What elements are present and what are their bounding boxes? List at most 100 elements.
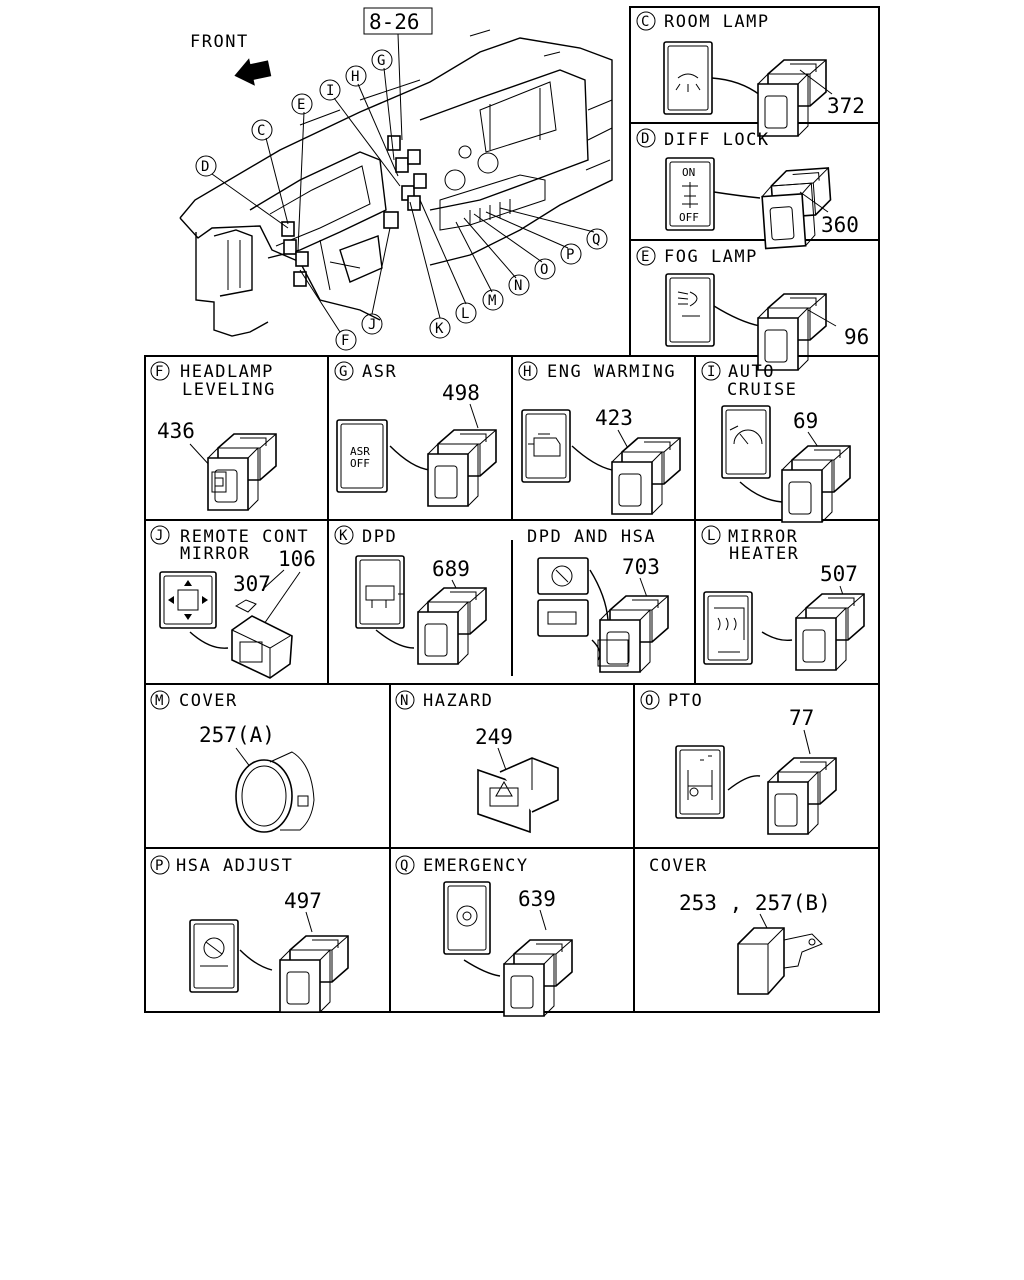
panel-cover-m: M COVER 257(A) [150,690,315,833]
svg-text:AUTO: AUTO [728,362,775,382]
svg-text:O: O [540,262,548,278]
mirror-adjust-icon [177,589,199,611]
callout-Q: Q [586,228,608,250]
svg-text:ROOM LAMP: ROOM LAMP [664,12,770,32]
svg-text:249: 249 [475,725,513,749]
svg-text:423: 423 [595,406,633,430]
svg-text:639: 639 [518,887,556,911]
svg-text:I: I [326,83,334,99]
svg-text:OFF: OFF [350,457,370,470]
panel-hazard: N HAZARD 249 [395,690,559,834]
ref-label: 8-26 [369,10,420,34]
panel-diff-lock: D DIFF LOCK ON OFF 360 [636,128,859,250]
room-lamp-icon [675,73,701,92]
svg-text:498: 498 [442,381,480,405]
svg-text:K: K [339,528,348,544]
svg-text:703: 703 [622,555,660,579]
svg-text:436: 436 [157,419,195,443]
svg-text:REMOTE CONT: REMOTE CONT [180,527,309,547]
hsa-adjust-icon [203,937,225,959]
front-label: FRONT [190,32,249,52]
svg-text:ENG WARMING: ENG WARMING [547,362,676,382]
dpd-small-icon [547,611,577,625]
callout-K: K [429,317,451,339]
svg-text:372: 372 [827,94,865,118]
callout-J: J [361,313,383,335]
panel-auto-cruise: I AUTO CRUISE 69 [701,361,851,523]
svg-text:DPD: DPD [362,527,397,547]
svg-text:257(A): 257(A) [199,723,275,747]
svg-text:E: E [641,249,649,265]
engine-icon [528,433,561,457]
svg-text:PTO: PTO [668,691,703,711]
svg-text:MIRROR: MIRROR [728,527,798,547]
panel-eng-warming: H ENG WARMING 423 [518,361,681,515]
svg-text:M: M [155,693,163,709]
panel-fog-lamp: E FOG LAMP 96 [636,246,869,371]
panel-hsa-adjust: P HSA ADJUST 497 [150,855,349,1013]
svg-text:N: N [400,693,408,709]
svg-text:LEVELING: LEVELING [182,380,276,400]
svg-text:Q: Q [592,232,600,248]
callout-N: N [508,274,530,296]
svg-text:CRUISE: CRUISE [727,380,797,400]
panel-dpd: K DPD 689 [334,525,487,665]
svg-text:ASR: ASR [350,445,370,458]
diff-lock-icon [682,182,698,208]
svg-text:J: J [368,317,376,333]
panel-dpd-hsa: DPD AND HSA 703 [527,527,669,673]
svg-text:HEATER: HEATER [729,544,799,564]
emergency-icon [456,905,478,927]
svg-text:G: G [377,53,385,69]
svg-text:K: K [435,321,444,337]
panel-asr: G ASR 498 ASR OFF [334,361,497,507]
svg-text:HAZARD: HAZARD [423,691,493,711]
fog-lamp-icon [677,291,700,317]
callout-M: M [482,289,504,311]
svg-text:N: N [514,278,522,294]
svg-text:ON: ON [682,166,695,179]
panel-pto: O PTO 77 [640,690,837,835]
svg-text:497: 497 [284,889,322,913]
mirror-heater-icon [714,607,745,653]
svg-text:C: C [257,123,265,139]
panel-mirror-heater: L MIRROR HEATER 507 [701,525,865,671]
panel-emergency: Q EMERGENCY 639 [395,855,573,1017]
svg-text:OFF: OFF [679,211,699,224]
svg-text:96: 96 [844,325,869,349]
svg-text:COVER: COVER [649,856,708,876]
svg-text:D: D [201,159,209,175]
callout-I: I [319,79,341,101]
svg-text:106: 106 [278,547,316,571]
svg-text:ASR: ASR [362,362,397,382]
svg-text:307: 307 [233,572,271,596]
svg-text:HSA ADJUST: HSA ADJUST [176,856,293,876]
svg-text:P: P [155,858,163,874]
svg-text:D: D [641,131,649,147]
svg-text:EMERGENCY: EMERGENCY [423,856,529,876]
pto-icon [687,755,713,800]
panel-room-lamp: C ROOM LAMP 372 [636,11,865,137]
svg-text:507: 507 [820,562,858,586]
hazard-icon [495,780,513,797]
callout-P: P [560,243,582,265]
svg-text:DPD AND HSA: DPD AND HSA [527,527,656,547]
svg-text:Q: Q [400,858,408,874]
svg-text:689: 689 [432,557,470,581]
svg-text:F: F [341,333,349,349]
svg-text:FOG LAMP: FOG LAMP [664,247,758,267]
svg-text:L: L [707,528,715,544]
panel-cover-r: COVER 253 , 257(B) [649,856,831,995]
svg-text:C: C [641,14,649,30]
callout-E: E [291,93,313,115]
svg-text:253 , 257(B): 253 , 257(B) [679,891,831,915]
hsa-icon [551,565,573,587]
panel-headlamp-leveling: F HEADLAMP LEVELING 436 [150,361,277,511]
svg-text:P: P [566,247,574,263]
front-arrow-icon [234,58,272,86]
svg-text:H: H [523,364,531,380]
svg-text:M: M [488,293,496,309]
callout-F: F [335,329,357,351]
svg-text:L: L [461,306,469,322]
